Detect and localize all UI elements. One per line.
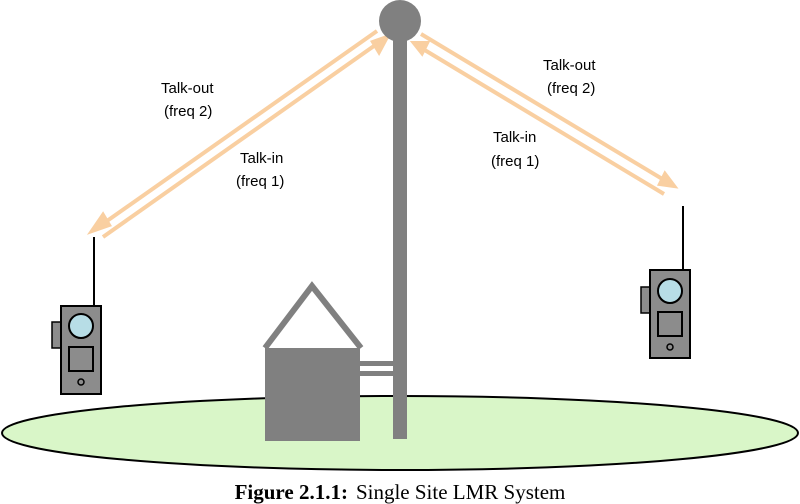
left-talk-in-arrowhead: [370, 33, 392, 57]
right-talk-in-link: [416, 44, 666, 196]
equipment-building: [262, 281, 393, 441]
left-radio-keypad: [68, 346, 94, 372]
right-talk-in-arrowhead: [409, 41, 431, 57]
left-talk-in-label: Talk-in: [240, 150, 283, 167]
left-talk-out-label: Talk-out: [161, 80, 214, 97]
figure-caption-title: Single Site LMR System: [356, 480, 565, 504]
tower: [379, 0, 421, 439]
right-talk-out-freq-label: (freq 2): [547, 80, 595, 97]
right-talk-in-label: Talk-in: [493, 129, 536, 146]
left-radio-link: [86, 29, 392, 239]
tower-antenna-ball: [379, 0, 421, 42]
building-body: [265, 348, 360, 441]
right-talk-out-link: [419, 32, 671, 185]
right-portable-radio: [640, 206, 691, 359]
right-talk-out-arrowhead: [656, 170, 679, 189]
left-radio-speaker: [77, 378, 85, 386]
left-talk-out-link: [95, 29, 379, 230]
right-radio-keypad: [657, 311, 683, 337]
right-radio-speaker: [666, 343, 674, 351]
left-talk-out-arrowhead: [86, 211, 112, 235]
left-radio-screen: [68, 313, 94, 339]
left-talk-in-link: [101, 39, 383, 239]
right-talk-out-label: Talk-out: [543, 57, 596, 74]
feed-line-lower: [360, 371, 393, 376]
figure-caption: Figure 2.1.1: Single Site LMR System: [235, 480, 566, 504]
right-talk-in-freq-label: (freq 1): [491, 153, 539, 170]
left-talk-out-freq-label: (freq 2): [164, 103, 212, 120]
left-talk-in-freq-label: (freq 1): [236, 173, 284, 190]
right-radio-link: [409, 32, 679, 196]
feed-line-upper: [360, 361, 393, 366]
right-radio-screen: [657, 278, 683, 304]
building-roof: [262, 281, 364, 350]
tower-mast: [393, 32, 407, 439]
left-portable-radio: [51, 237, 102, 395]
figure-caption-number: Figure 2.1.1:: [235, 480, 348, 504]
